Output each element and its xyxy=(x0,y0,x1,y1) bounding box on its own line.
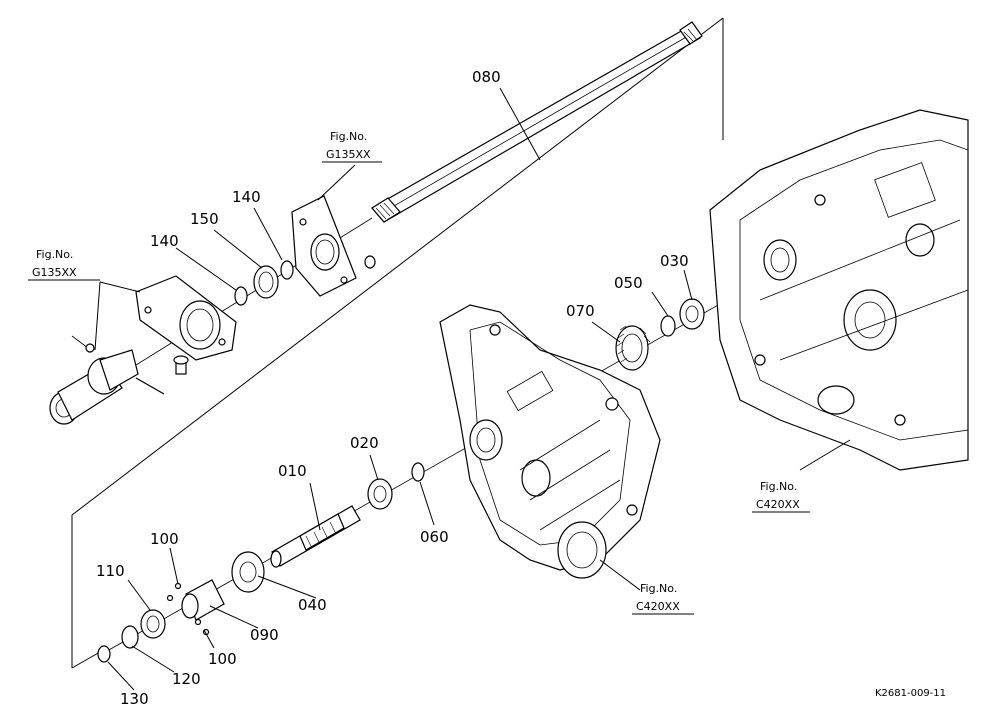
ref-g135-top-line2: G135XX xyxy=(326,148,371,161)
shaft-080 xyxy=(371,21,703,223)
part-label-040: 040 xyxy=(298,596,327,614)
ref-c420-bottom-line2: C420XX xyxy=(636,600,680,613)
part-labels: 080 140 150 140 030 050 070 020 010 060 … xyxy=(96,68,689,708)
part-label-030: 030 xyxy=(660,252,689,270)
bearing-plate-left xyxy=(135,275,237,375)
part-label-150: 150 xyxy=(190,210,219,228)
part-label-140-lower: 140 xyxy=(150,232,179,250)
part-label-130: 130 xyxy=(120,690,149,708)
part-label-140-upper: 140 xyxy=(232,188,261,206)
center-housing xyxy=(439,304,661,579)
part-label-080: 080 xyxy=(472,68,501,86)
right-housing xyxy=(709,109,969,471)
ref-g135-top-line1: Fig.No. xyxy=(330,130,367,143)
part-label-010: 010 xyxy=(278,462,307,480)
ref-c420-bottom-line1: Fig.No. xyxy=(640,582,677,595)
ref-c420-right-line1: Fig.No. xyxy=(760,480,797,493)
ref-c420-right-line2: C420XX xyxy=(756,498,800,511)
part-label-100-upper: 100 xyxy=(150,530,179,548)
part-label-110: 110 xyxy=(96,562,125,580)
diagram-code: K2681-009-11 xyxy=(875,688,946,699)
upper-rings xyxy=(234,260,294,306)
universal-joint xyxy=(49,335,165,425)
part-label-120: 120 xyxy=(172,670,201,688)
part-label-070: 070 xyxy=(566,302,595,320)
part-label-020: 020 xyxy=(350,434,379,452)
lower-shaft-assembly xyxy=(97,462,425,663)
ref-g135-left-line1: Fig.No. xyxy=(36,248,73,261)
figure-references: Fig.No. G135XX Fig.No. G135XX Fig.No. C4… xyxy=(28,130,810,615)
part-label-090: 090 xyxy=(250,626,279,644)
ref-g135-left-line2: G135XX xyxy=(32,266,77,279)
part-label-100-lower: 100 xyxy=(208,650,237,668)
part-label-060: 060 xyxy=(420,528,449,546)
frame-lines xyxy=(71,17,724,669)
gear-070-assembly xyxy=(615,298,705,371)
part-label-050: 050 xyxy=(614,274,643,292)
bearing-plate-upper xyxy=(291,195,376,297)
leader-lines xyxy=(94,87,851,691)
